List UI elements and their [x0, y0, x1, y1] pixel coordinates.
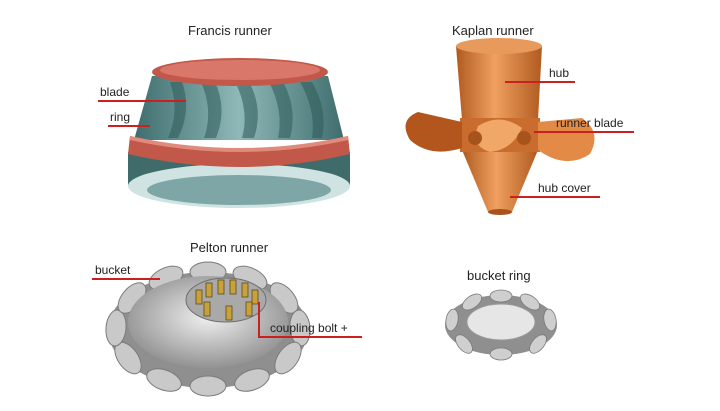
coupling-bolt-leader-line	[258, 336, 362, 338]
pelton-runner-title: Pelton runner	[190, 240, 269, 255]
runner-blade-label: runner blade	[556, 116, 624, 130]
francis-runner-title: Francis runner	[188, 23, 272, 38]
ring-leader-line	[108, 125, 150, 127]
francis-blades	[168, 80, 324, 138]
runner-blade-leader-line	[534, 131, 634, 133]
francis-runner-drawing	[128, 58, 350, 208]
bucket-ring-buckets	[445, 289, 557, 361]
bucket-ring-drawing	[445, 289, 557, 361]
kaplan-blade-left	[405, 112, 462, 152]
coupling-bolt-leader-vertical	[258, 302, 260, 337]
blade-label: blade	[100, 85, 130, 99]
hub-label: hub	[549, 66, 570, 80]
ring-label: ring	[110, 110, 131, 124]
bucket-ring-title: bucket ring	[467, 268, 531, 283]
hub-cover-leader-line	[510, 196, 600, 198]
kaplan-hub	[456, 46, 542, 120]
bucket-leader-line	[92, 278, 160, 280]
kaplan-blade-center	[475, 119, 522, 152]
hub-cover-label: hub cover	[538, 181, 591, 195]
coupling-bolt-label: coupling bolt +	[270, 321, 348, 335]
bucket-ring-center	[466, 303, 536, 341]
hub-leader-line	[505, 81, 575, 83]
kaplan-runner-title: Kaplan runner	[452, 23, 534, 38]
bucket-label: bucket	[95, 263, 131, 277]
blade-leader-line	[98, 100, 186, 102]
kaplan-blade-right	[538, 118, 595, 162]
pelton-runner-drawing	[105, 261, 311, 397]
kaplan-hub-cover	[462, 150, 538, 212]
pelton-coupling-bolts	[195, 279, 259, 321]
kaplan-runner-drawing	[405, 38, 595, 215]
francis-bottom-inner	[147, 175, 331, 205]
